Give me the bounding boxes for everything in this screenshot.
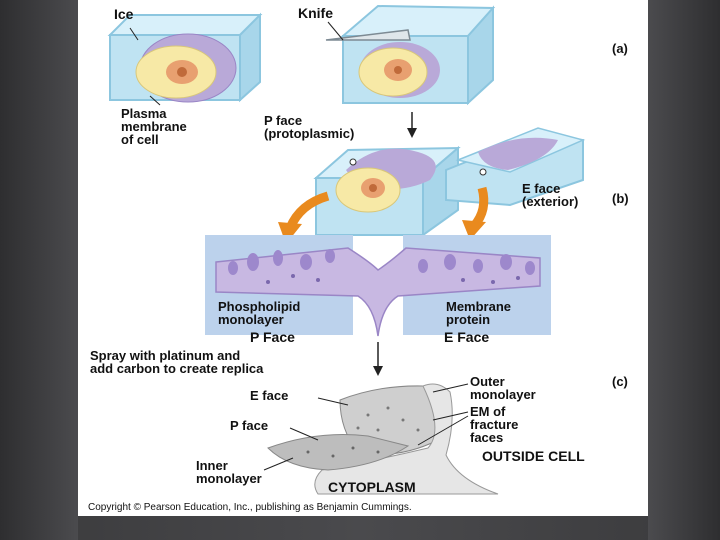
copyright-text: Copyright © Pearson Education, Inc., pub…	[88, 502, 412, 513]
p-face-label-2: (protoplasmic)	[264, 126, 354, 141]
panel-c-label: (c)	[612, 374, 628, 389]
em-label-3: faces	[470, 430, 503, 445]
membrane-protein-label-1: Membrane	[446, 299, 511, 314]
ice-label: Ice	[114, 6, 134, 22]
slide-background-right	[648, 0, 720, 540]
phospholipid-label-1: Phospholipid	[218, 299, 300, 314]
p-face-label-1: P face	[264, 113, 302, 128]
inner-monolayer-label-2: monolayer	[196, 471, 262, 486]
panel-a-label: (a)	[612, 41, 628, 56]
membrane-bilayer	[215, 247, 541, 337]
plasma-membrane-label-2: membrane	[121, 119, 187, 134]
plasma-membrane-label-1: Plasma	[121, 106, 167, 121]
phospholipid-label-2: monolayer	[218, 312, 284, 327]
em-label-2: fracture	[470, 417, 518, 432]
outside-cell-label: OUTSIDE CELL	[482, 448, 585, 464]
c-e-face-label: E face	[250, 388, 288, 403]
diagram-canvas: Ice Knife (a) Plasma membrane of cell P …	[88, 4, 629, 513]
membrane-protein-label-2: protein	[446, 312, 490, 327]
fractured-block-left	[313, 145, 461, 237]
em-label-1: EM of	[470, 404, 506, 419]
ice-block-left	[107, 12, 263, 103]
outer-monolayer-label-2: monolayer	[470, 387, 536, 402]
cytoplasm-label: CYTOPLASM	[328, 479, 416, 495]
panel-b-label: (b)	[612, 191, 629, 206]
c-p-face-label: P face	[230, 418, 268, 433]
replica-surface	[267, 383, 499, 495]
knife-blade	[325, 29, 411, 41]
e-face-label-2: (exterior)	[522, 194, 578, 209]
plasma-membrane-label-3: of cell	[121, 132, 159, 147]
inner-monolayer-label-1: Inner	[196, 458, 228, 473]
spray-label-2: add carbon to create replica	[90, 361, 264, 376]
spray-label-1: Spray with platinum and	[90, 348, 240, 363]
fractured-block-right	[445, 127, 586, 207]
e-face-bottom-label: E Face	[444, 329, 489, 345]
slide-background-left	[0, 0, 78, 540]
p-face-bottom-label: P Face	[250, 329, 295, 345]
knife-label: Knife	[298, 5, 333, 21]
e-face-label-1: E face	[522, 181, 560, 196]
ice-block-right	[340, 4, 496, 106]
outer-monolayer-label-1: Outer	[470, 374, 505, 389]
freeze-fracture-figure: Ice Knife (a) Plasma membrane of cell P …	[78, 0, 648, 516]
